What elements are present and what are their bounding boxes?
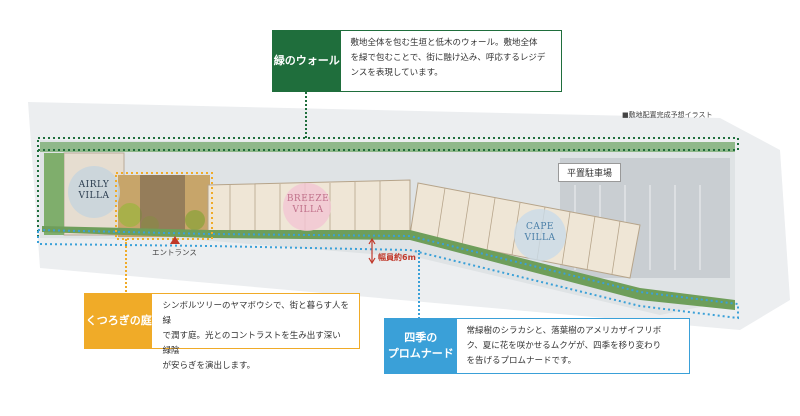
- green-wall-description: 敷地全体を包む生垣と低木のウォール。敷地全体 を緑で包むことで、街に融け込み、呼…: [350, 38, 546, 78]
- promenade-outline: [37, 228, 739, 320]
- breeze-villa-marker: [283, 183, 331, 231]
- illustration-note: ■敷地配置完成予想イラスト: [622, 111, 713, 119]
- promenade-callout: 四季の プロムナード 常緑樹のシラカシと、落葉樹のアメリカザイフリボ ク、夏に花…: [384, 318, 690, 374]
- cape-villa-marker: [514, 209, 566, 261]
- west-lawn: [44, 153, 64, 235]
- green-wall-title: 緑のウォール: [273, 31, 341, 91]
- green-wall-leader: [305, 92, 307, 138]
- promenade-description: 常緑樹のシラカシと、落葉樹のアメリカザイフリボ ク、夏に花を咲かせるムクゲが、四…: [466, 326, 662, 366]
- garden-tree: [185, 210, 205, 230]
- garden-tree: [118, 203, 142, 227]
- green-wall-callout: 緑のウォール 敷地全体を包む生垣と低木のウォール。敷地全体 を緑で包むことで、街…: [272, 30, 562, 92]
- airly-villa-label: AIRLY VILLA: [78, 180, 110, 202]
- garden-core: [140, 175, 185, 235]
- garden-outline: [115, 172, 213, 240]
- width-label: 幅員約6m: [378, 253, 416, 262]
- green-wall-outline: [37, 137, 739, 151]
- promenade-title: 四季の プロムナード: [385, 319, 457, 373]
- airly-villa-marker: [68, 166, 120, 218]
- parking-label: 平置駐車場: [558, 163, 622, 182]
- promenade-leader: [418, 250, 420, 322]
- cape-villa-label: CAPE VILLA: [524, 222, 556, 244]
- garden-description: シンボルツリーのヤマボウシで、街と暮らす人を緑 で潤す庭。光とのコントラストを生…: [162, 301, 349, 371]
- entrance-marker: [170, 236, 180, 244]
- entrance-label: エントランス: [152, 248, 197, 257]
- garden-title: くつろぎの庭: [85, 294, 153, 348]
- south-promenade-trees: [42, 226, 735, 310]
- north-hedge: [40, 142, 735, 152]
- garden-callout: くつろぎの庭 シンボルツリーのヤマボウシで、街と暮らす人を緑 で潤す庭。光とのコ…: [84, 293, 360, 371]
- breeze-villa-label: BREEZE VILLA: [286, 194, 330, 216]
- garden-leader: [125, 239, 127, 295]
